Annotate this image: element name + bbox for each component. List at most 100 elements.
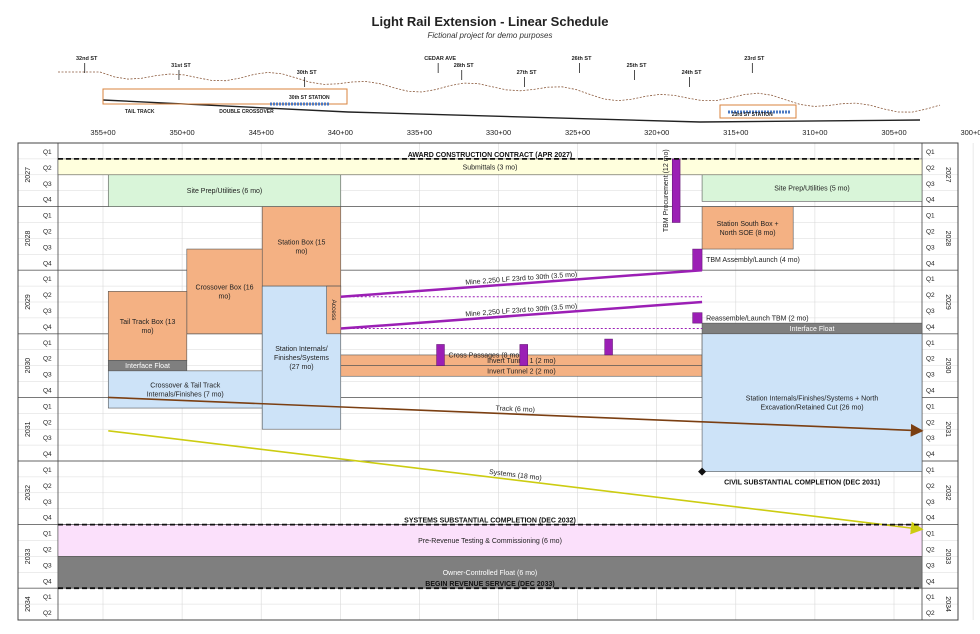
quarter-label: Q4 bbox=[43, 387, 52, 394]
quarter-label: Q4 bbox=[43, 578, 52, 585]
street-label: 24th ST bbox=[682, 70, 703, 76]
activity-label: Owner-Controlled Float (6 mo) bbox=[443, 570, 538, 577]
tbm-label: TBM Assembly/Launch (4 mo) bbox=[706, 257, 800, 264]
station-tick-label: 300+00 bbox=[960, 128, 980, 137]
tbm-label: TBM Procurement (12 mo) bbox=[663, 149, 670, 232]
quarter-label: Q3 bbox=[926, 499, 935, 506]
year-label: 2033 bbox=[25, 549, 32, 565]
station-tick-label: 315+00 bbox=[723, 128, 748, 137]
quarter-label: Q2 bbox=[43, 546, 52, 553]
civil-milestone-label: CIVIL SUBSTANTIAL COMPLETION (DEC 2031) bbox=[724, 480, 880, 487]
station-box-outline bbox=[102, 88, 348, 105]
activity-label: Interface Float bbox=[790, 326, 835, 333]
year-label: 2028 bbox=[944, 231, 951, 247]
quarter-label: Q2 bbox=[43, 228, 52, 235]
quarter-label: Q4 bbox=[43, 260, 52, 267]
station-tick-label: 310+00 bbox=[802, 128, 827, 137]
quarter-label: Q4 bbox=[926, 324, 935, 331]
station-tick-label: 320+00 bbox=[644, 128, 669, 137]
profile-label: 30th ST STATION bbox=[289, 95, 330, 101]
tbm-bar bbox=[671, 158, 681, 223]
quarter-label: Q1 bbox=[926, 149, 935, 156]
quarter-label: Q3 bbox=[43, 308, 52, 315]
quarter-label: Q1 bbox=[43, 531, 52, 538]
milestone-label: BEGIN REVENUE SERVICE (DEC 2033) bbox=[425, 581, 554, 588]
activity-label: Station Internals/Finishes/Systems(27 mo… bbox=[274, 346, 329, 371]
activity-label: Site Prep/Utilities (5 mo) bbox=[774, 186, 849, 193]
quarter-label: Q3 bbox=[926, 244, 935, 251]
year-label: 2031 bbox=[944, 421, 951, 437]
street-label: 26th ST bbox=[572, 56, 593, 62]
quarter-label: Q2 bbox=[926, 610, 935, 617]
quarter-label: Q2 bbox=[926, 483, 935, 490]
street-label: 23rd ST bbox=[744, 56, 765, 62]
quarter-label: Q1 bbox=[926, 340, 935, 347]
quarter-label: Q2 bbox=[926, 228, 935, 235]
quarter-label: Q1 bbox=[43, 149, 52, 156]
quarter-label: Q2 bbox=[926, 165, 935, 172]
activity-bar bbox=[186, 248, 263, 335]
line-label: Track (6 mo) bbox=[495, 405, 535, 414]
quarter-label: Q3 bbox=[43, 562, 52, 569]
activity-label: Invert Tunnel 2 (2 mo) bbox=[487, 368, 555, 375]
quarter-label: Q2 bbox=[926, 292, 935, 299]
tbm-bar bbox=[436, 344, 445, 366]
station-tick-label: 335+00 bbox=[407, 128, 432, 137]
quarter-label: Q3 bbox=[926, 181, 935, 188]
activity-bar bbox=[107, 291, 188, 361]
activity-bar bbox=[326, 285, 342, 335]
civil-milestone-diamond bbox=[698, 467, 707, 476]
quarter-label: Q4 bbox=[926, 260, 935, 267]
chart-subtitle: Fictional project for demo purposes bbox=[427, 31, 553, 40]
station-tick-label: 355+00 bbox=[90, 128, 115, 137]
quarter-label: Q4 bbox=[43, 324, 52, 331]
quarter-label: Q3 bbox=[926, 562, 935, 569]
activity-line bbox=[108, 429, 924, 535]
street-label: 31st ST bbox=[171, 63, 191, 69]
tbm-bar bbox=[692, 248, 703, 271]
quarter-label: Q3 bbox=[926, 372, 935, 379]
quarter-label: Q4 bbox=[43, 451, 52, 458]
tbm-label: Cross Passages (8 mo) bbox=[448, 353, 521, 360]
quarter-label: Q3 bbox=[43, 244, 52, 251]
schedule-frame bbox=[17, 142, 959, 621]
station-tick-label: 305+00 bbox=[881, 128, 906, 137]
quarter-label: Q1 bbox=[43, 403, 52, 410]
quarter-label: Q1 bbox=[43, 276, 52, 283]
street-label: 30th ST bbox=[297, 70, 318, 76]
quarter-label: Q4 bbox=[926, 387, 935, 394]
tbm-bar bbox=[692, 312, 703, 324]
activity-label: Submittals (3 mo) bbox=[463, 164, 518, 171]
station-tick-label: 325+00 bbox=[565, 128, 590, 137]
quarter-label: Q4 bbox=[43, 197, 52, 204]
quarter-label: Q1 bbox=[926, 594, 935, 601]
tbm-bar bbox=[519, 344, 528, 366]
year-label: 2027 bbox=[25, 167, 32, 183]
activity-bar bbox=[701, 174, 923, 202]
street-label: CEDAR AVE bbox=[424, 56, 456, 62]
street-label: 28th ST bbox=[454, 63, 475, 69]
tbm-label: Reassemble/Launch TBM (2 mo) bbox=[706, 315, 809, 322]
activity-bar bbox=[107, 370, 263, 409]
quarter-label: Q1 bbox=[926, 467, 935, 474]
profile-label: TAIL TRACK bbox=[125, 109, 155, 115]
street-label: 32nd ST bbox=[76, 56, 98, 62]
year-label: 2032 bbox=[944, 485, 951, 501]
milestones: AWARD CONSTRUCTION CONTRACT (APR 2027)SY… bbox=[58, 152, 922, 590]
quarter-label: Q1 bbox=[926, 531, 935, 538]
activity-label: Interface Float bbox=[125, 363, 170, 370]
quarter-label: Q1 bbox=[43, 340, 52, 347]
quarter-label: Q3 bbox=[43, 181, 52, 188]
milestone-label: SYSTEMS SUBSTANTIAL COMPLETION (DEC 2032… bbox=[404, 518, 576, 525]
quarter-label: Q4 bbox=[926, 197, 935, 204]
quarter-label: Q4 bbox=[926, 578, 935, 585]
quarter-label: Q1 bbox=[43, 467, 52, 474]
year-label: 2031 bbox=[25, 421, 32, 437]
quarter-label: Q4 bbox=[926, 515, 935, 522]
activity-bar bbox=[107, 174, 342, 207]
quarter-label: Q2 bbox=[43, 419, 52, 426]
ground-profile bbox=[58, 71, 941, 113]
